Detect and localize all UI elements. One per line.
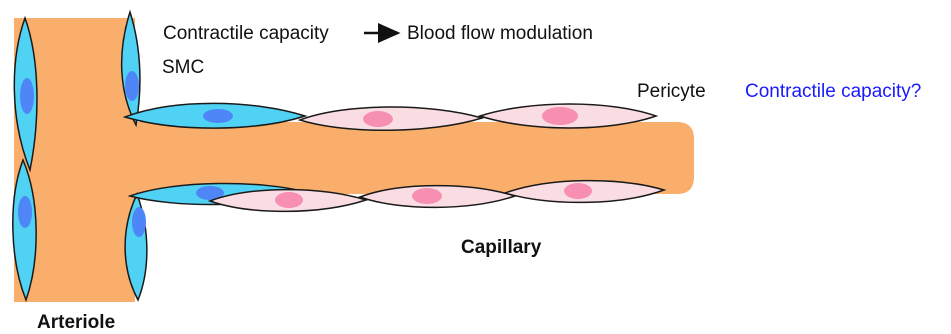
smc-nucleus [18, 196, 32, 228]
arteriole-label: Arteriole [37, 313, 115, 332]
pericyte-question-label: Contractile capacity? [745, 82, 921, 101]
smc-nucleus [125, 71, 139, 101]
pericyte-nucleus [412, 188, 442, 204]
smc-label: SMC [162, 58, 204, 77]
smc-nucleus [203, 109, 233, 123]
pericyte-nucleus [363, 111, 393, 127]
pericyte-nucleus [564, 183, 592, 199]
vessel-body [14, 18, 694, 302]
smc-effect-left-label: Contractile capacity [163, 24, 329, 43]
smc-nucleus [20, 78, 34, 114]
smc-nucleus [132, 207, 146, 237]
pericyte-nucleus [275, 192, 303, 208]
pericyte-label: Pericyte [637, 82, 706, 101]
capillary-label: Capillary [461, 238, 541, 257]
smc-effect-right-label: Blood flow modulation [407, 24, 593, 43]
pericyte-nucleus [542, 107, 578, 125]
